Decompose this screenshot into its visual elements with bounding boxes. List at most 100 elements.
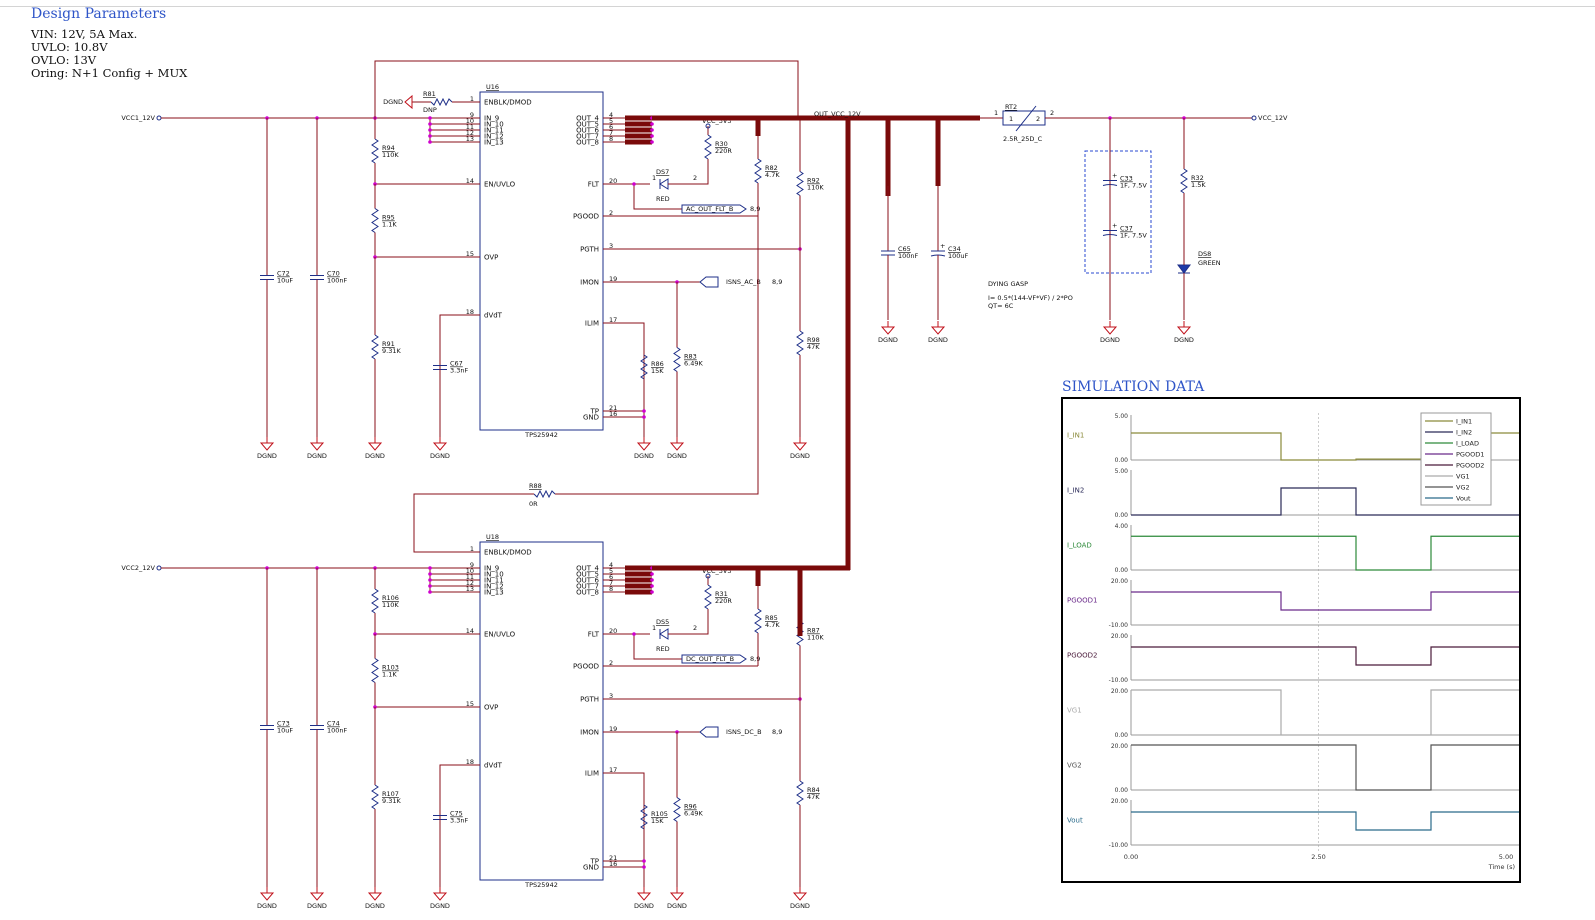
ic-pin-number: 6 (609, 123, 613, 131)
output-net-label: VCC_12V (1258, 114, 1288, 122)
ic-pin-name: OUT_4 (576, 565, 599, 573)
resistor-symbol (371, 784, 379, 810)
ic-pin-name: TP (590, 858, 600, 866)
ground-symbol (669, 442, 685, 451)
ic-pin-number: 7 (609, 579, 613, 587)
simulation-chart: I_IN15.000.00I_IN25.000.00I_LOAD4.000.00… (1067, 412, 1521, 871)
y-tick-label: 5.00 (1115, 413, 1129, 420)
resistor-ref: R84 (807, 786, 820, 794)
ic-pin-name: IN_13 (484, 139, 504, 147)
resistor-ref: R103 (382, 664, 399, 672)
ic-pin-name: IN_11 (484, 577, 504, 585)
led-pin: 1 (652, 624, 656, 632)
resistor-symbol (704, 134, 712, 160)
param-ovlo: OVLO: 13V (31, 53, 97, 67)
ic-pin-number: 3 (609, 242, 613, 250)
legend-entry: VG1 (1456, 473, 1470, 481)
capacitor-value: 1F, 7.5V (1120, 182, 1147, 190)
series-label: I_LOAD (1067, 542, 1092, 550)
capacitor-ref: C70 (327, 270, 340, 278)
capacitor-ref: C74 (327, 720, 340, 728)
ground-label: DGND (1100, 336, 1120, 344)
resistor-ref: R106 (382, 594, 399, 602)
ic-pin-number: 7 (609, 129, 613, 137)
ic-pin-number: 21 (609, 854, 617, 862)
flt-port (681, 654, 747, 664)
resistor-symbol (371, 658, 379, 683)
vcc3v3-port (705, 573, 711, 579)
resistor-value: 47K (807, 343, 820, 351)
ic-pin-name: GND (583, 864, 599, 872)
ground-symbol (259, 892, 275, 901)
ic-pin-name: PGOOD (573, 663, 599, 671)
input-net-label: VCC1_12V (121, 114, 155, 122)
series-label: VG2 (1067, 762, 1082, 770)
resistor-symbol (533, 489, 556, 499)
legend-entry: I_IN1 (1456, 418, 1472, 426)
ic-pin-name: EN/UVLO (484, 181, 516, 189)
ic-pin-name: IN_13 (484, 589, 504, 597)
series-label: I_IN1 (1067, 432, 1084, 440)
legend-entry: PGOOD1 (1456, 451, 1484, 459)
resistor-ref: R81 (423, 90, 436, 98)
ic-pin-name: OUT_7 (576, 583, 599, 591)
capacitor-value: 100nF (327, 277, 348, 285)
resistor-symbol (704, 584, 712, 610)
ic-pin-number: 6 (609, 573, 613, 581)
imon-net-label: ISNS_AC_B (726, 278, 761, 286)
ic-pin-number: 19 (609, 725, 617, 733)
dying-gasp-note: DYING GASP (988, 280, 1028, 288)
flt-net-label: DC_OUT_FLT_B (686, 655, 734, 663)
resistor-ref: R87 (807, 627, 820, 635)
vcc3v3-label: VCC_3V3 (702, 567, 732, 575)
flt-out (633, 184, 682, 210)
ic-pin-name: OUT_8 (576, 589, 599, 597)
series-line (1131, 535, 1521, 571)
ic-pin-number: 3 (609, 692, 613, 700)
ground-symbol (259, 442, 275, 451)
junction-dot (632, 182, 636, 186)
y-tick-label: -10.00 (1109, 842, 1129, 849)
junction-dot (650, 134, 654, 138)
ground-label: DGND (307, 452, 327, 460)
ic-pin-name: ENBLK/DMOD (484, 99, 532, 107)
ic-pin-name: OUT_5 (576, 121, 599, 129)
thermistor-pin: 1 (994, 109, 998, 117)
resistor-value: 6.49K (684, 810, 703, 818)
ground-symbol (792, 892, 808, 901)
y-tick-label: 0.00 (1115, 732, 1129, 739)
junction-dot (642, 865, 646, 869)
led-ref: DS8 (1198, 250, 1211, 258)
legend-box (1420, 412, 1492, 506)
thermistor-value: 2.5R_25D_C (1003, 135, 1043, 143)
capacitor-ref: C72 (277, 270, 290, 278)
ground-symbol (880, 326, 896, 335)
ic-pin-name: FLT (588, 181, 600, 189)
junction-dot (428, 590, 432, 594)
ilim-net (625, 322, 645, 437)
led-symbol (1177, 264, 1191, 274)
resistor-value: 1.1K (382, 221, 397, 229)
capacitor-ref: C37 (1120, 225, 1133, 233)
series-label: PGOOD1 (1067, 597, 1098, 605)
resistor-ref: R86 (651, 360, 664, 368)
ic-pin-number: 19 (609, 275, 617, 283)
thermistor-ref: RT2 (1005, 103, 1017, 111)
ground-symbol (1176, 326, 1192, 335)
ground-label: DGND (383, 98, 403, 106)
y-tick-label: 0.00 (1115, 787, 1129, 794)
led-pin: 1 (652, 174, 656, 182)
resistor-ref: R91 (382, 340, 395, 348)
resistor-ref: R107 (382, 790, 399, 798)
ground-label: DGND (430, 902, 450, 910)
capacitor-polarity: + (940, 242, 945, 250)
led-ref: DS7 (656, 168, 669, 176)
legend-entry: Vout (1456, 495, 1471, 503)
ic-body (479, 541, 604, 881)
junction-dot (650, 128, 654, 132)
resistor-value: 220R (715, 597, 732, 605)
ic-pin-number: 16 (609, 860, 617, 868)
port-marker (1251, 115, 1257, 121)
sheet-ref: 8,9 (750, 205, 760, 213)
resistor-value: 110K (382, 601, 399, 609)
